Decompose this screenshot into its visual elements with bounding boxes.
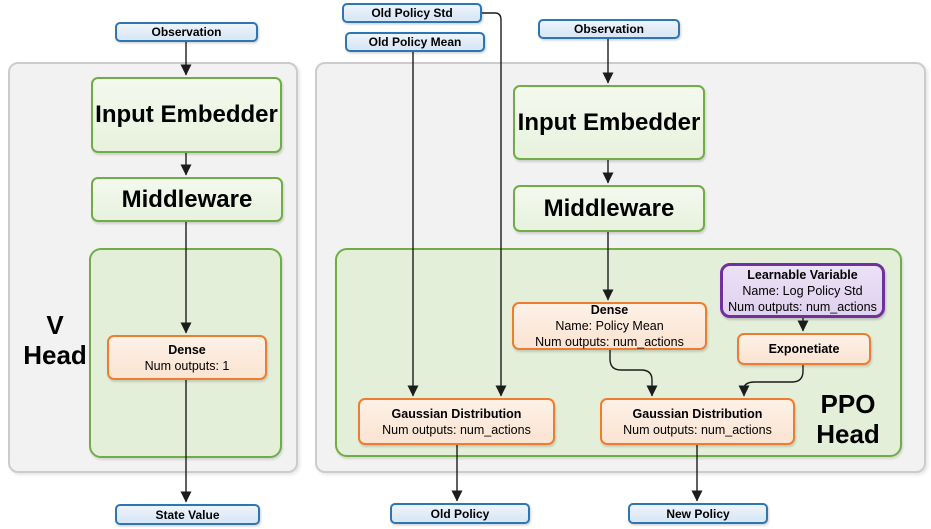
node-new-policy: New Policy <box>628 503 768 524</box>
node-input-embedder-v: Input Embedder <box>91 77 282 153</box>
node-observation-ppo: Observation <box>538 19 680 39</box>
node-dense-policy-mean-name: Name: Policy Mean <box>555 319 664 333</box>
node-exponetiate-title: Exponetiate <box>768 342 840 356</box>
node-dense-policy-mean: Dense Name: Policy Mean Num outputs: num… <box>512 302 707 350</box>
node-learnable-variable-title: Learnable Variable <box>747 267 858 282</box>
node-dense-policy-mean-outputs: Num outputs: num_actions <box>535 335 684 349</box>
node-gaussian-new-outputs: Num outputs: num_actions <box>623 422 772 437</box>
node-middleware-ppo: Middleware <box>513 185 705 232</box>
ppo-head-label-line2: Head <box>816 419 880 449</box>
ppo-head-label-line1: PPO <box>820 389 876 419</box>
node-gaussian-distribution-old: Gaussian Distribution Num outputs: num_a… <box>358 398 555 445</box>
v-head-label-line2: Head <box>23 340 87 370</box>
node-dense-v-detail: Num outputs: 1 <box>144 358 230 373</box>
node-exponetiate: Exponetiate <box>737 333 871 365</box>
node-gaussian-distribution-new: Gaussian Distribution Num outputs: num_a… <box>600 398 795 445</box>
node-input-embedder-ppo: Input Embedder <box>513 85 705 160</box>
ppo-head-label: PPO Head <box>798 389 898 449</box>
node-state-value: State Value <box>115 504 260 525</box>
node-gaussian-new-title: Gaussian Distribution <box>632 406 763 421</box>
v-head-label: V Head <box>15 310 95 370</box>
node-old-policy: Old Policy <box>390 503 530 524</box>
node-old-policy-std: Old Policy Std <box>342 3 482 23</box>
node-dense-v: Dense Num outputs: 1 <box>107 335 267 380</box>
node-middleware-v: Middleware <box>91 177 283 222</box>
node-gaussian-old-outputs: Num outputs: num_actions <box>382 422 531 437</box>
node-dense-v-title: Dense <box>168 342 206 357</box>
node-observation-v: Observation <box>115 22 258 42</box>
node-old-policy-mean: Old Policy Mean <box>345 32 485 52</box>
node-learnable-variable: Learnable Variable Name: Log Policy Std … <box>720 263 885 318</box>
v-head-label-line1: V <box>46 310 64 340</box>
node-gaussian-old-title: Gaussian Distribution <box>391 406 522 421</box>
node-dense-policy-mean-title: Dense <box>590 303 629 317</box>
node-learnable-variable-outputs: Num outputs: num_actions <box>728 299 877 314</box>
node-learnable-variable-name: Name: Log Policy Std <box>742 283 863 298</box>
